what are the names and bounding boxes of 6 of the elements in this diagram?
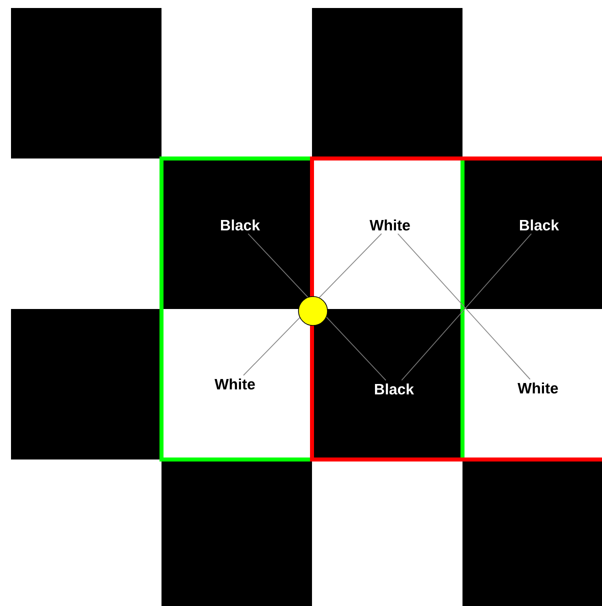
square-label: Black [520, 220, 560, 230]
square-label: Black [374, 384, 414, 394]
square-label: White [214, 378, 255, 390]
square-label: White [370, 220, 410, 230]
square-label: White [518, 382, 558, 394]
square-label: Black [221, 220, 260, 230]
